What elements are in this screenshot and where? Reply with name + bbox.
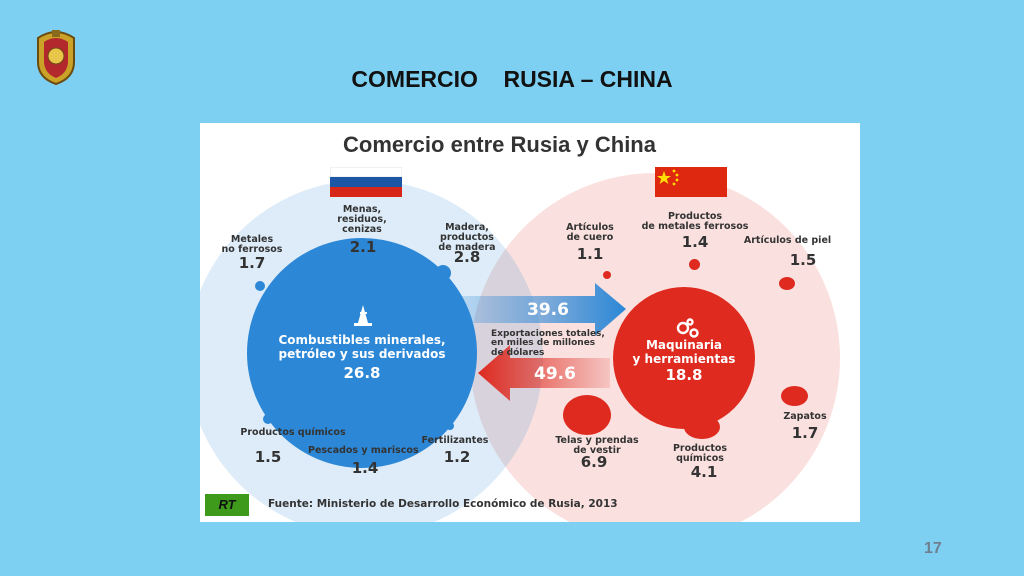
china-item-dot (781, 386, 808, 406)
russia-main-label: Combustibles minerales, petróleo y sus d… (278, 333, 446, 361)
china-item-value: 1.7 (791, 424, 819, 442)
russia-item-value: 1.5 (254, 448, 282, 466)
russia-item-dot (360, 434, 369, 443)
university-crest-logo (37, 30, 75, 86)
rt-logo: RT (205, 494, 249, 516)
export-to-russia-value: 49.6 (534, 364, 576, 384)
flow-caption: Exportaciones totales, en miles de millo… (491, 329, 605, 358)
china-main-value: 18.8 (665, 366, 703, 384)
russia-item-value: 1.2 (443, 448, 471, 466)
russia-item-value: 1.4 (351, 459, 379, 477)
export-to-china-value: 39.6 (527, 300, 569, 320)
china-item-dot (684, 415, 720, 439)
russia-item-value: 1.7 (238, 254, 266, 272)
russia-main-value: 26.8 (343, 364, 381, 382)
china-item-dot (689, 259, 700, 270)
china-item-value: 1.1 (576, 245, 604, 263)
russia-item-label: Madera, productos de madera (438, 222, 496, 253)
oil-rig-icon (354, 305, 372, 326)
china-main-circle (613, 287, 755, 429)
russia-item-dot (263, 414, 273, 424)
china-item-label: Telas y prendas de vestir (555, 435, 639, 456)
china-item-dot (603, 271, 611, 279)
infographic-graphics (200, 173, 840, 522)
china-main-label: Maquinaria y herramientas (632, 338, 736, 366)
russia-item-value: 2.8 (453, 248, 481, 266)
china-item-label: Artículos de cuero (566, 222, 614, 243)
russia-item-value: 2.1 (349, 238, 377, 256)
china-item-label: Zapatos (783, 411, 827, 422)
russia-item-dot (435, 265, 451, 281)
china-flag-icon (655, 167, 727, 197)
russia-item-dot (357, 259, 374, 272)
source-note: Fuente: Ministerio de Desarrollo Económi… (268, 498, 618, 510)
russia-item-label: Metales no ferrosos (221, 234, 283, 255)
gears-icon (676, 318, 699, 338)
russia-item-dot (446, 422, 454, 430)
infographic-title: Comercio entre Rusia y China (343, 132, 656, 157)
page-number: 17 (924, 540, 942, 557)
russia-item-label: Menas, residuos, cenizas (337, 204, 387, 235)
slide-title: COMERCIO RUSIA – CHINA (351, 66, 673, 92)
russia-item-label: Pescados y mariscos (308, 445, 419, 456)
china-item-value: 4.1 (690, 463, 718, 481)
russia-item-label: Fertilizantes (421, 435, 489, 446)
trade-infographic: Comercio entre Rusia y China Combustible… (200, 123, 860, 522)
russia-item-label: Productos químicos (240, 427, 346, 438)
russia-main-circle (247, 238, 477, 468)
arrow-to-russia (478, 345, 610, 401)
china-item-value: 6.9 (580, 453, 608, 471)
china-item-value: 1.4 (681, 233, 709, 251)
china-item-label: Productos químicos (672, 443, 728, 464)
china-item-dot (779, 277, 795, 290)
china-item-label: Productos de metales ferrosos (641, 211, 749, 232)
china-item-label: Artículos de piel (743, 235, 832, 246)
russia-flag-icon (330, 167, 402, 197)
russia-item-dot (255, 281, 265, 291)
china-item-dot (563, 395, 611, 435)
arrow-to-china (450, 283, 626, 336)
china-item-value: 1.5 (789, 251, 817, 269)
